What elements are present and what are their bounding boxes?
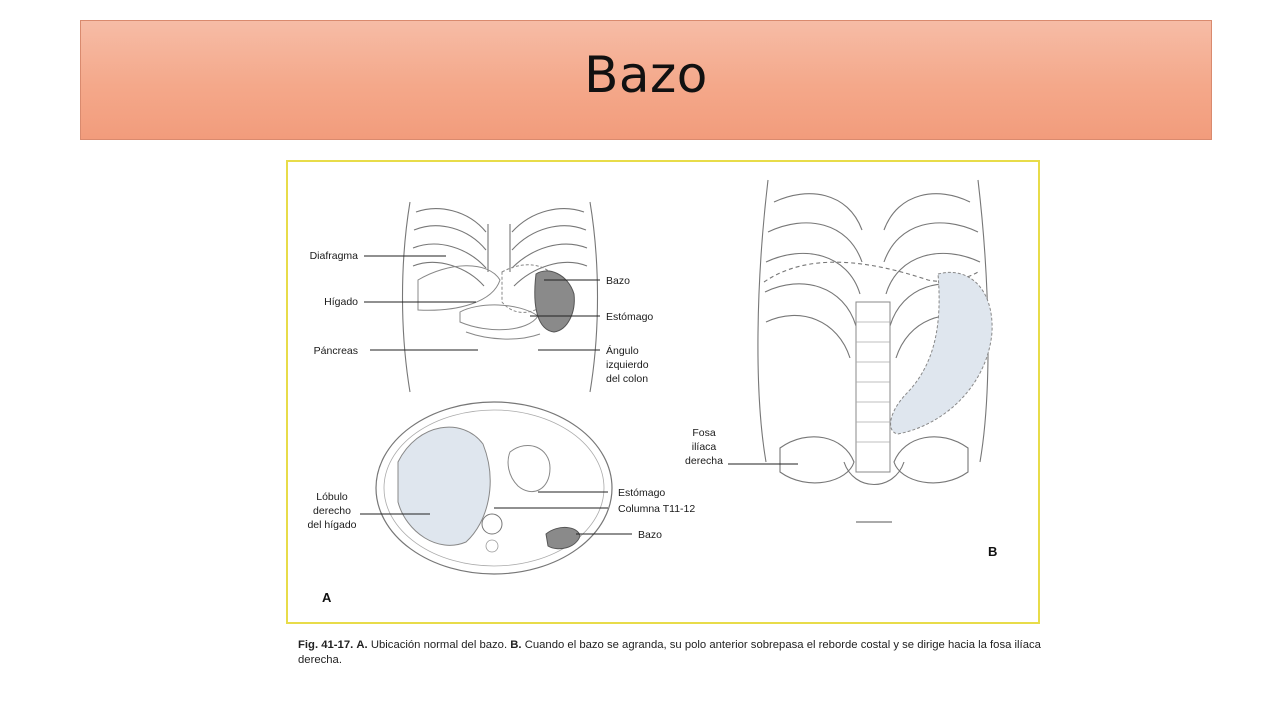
label-columna: Columna T11-12 xyxy=(618,503,695,515)
panel-b-letter: B xyxy=(988,544,997,559)
spleen-shape xyxy=(534,270,575,333)
label-lobulo-line3: del hígado xyxy=(307,519,356,531)
caption-part-b-letter: B. xyxy=(510,639,522,651)
enlarged-spleen-shape xyxy=(890,272,993,435)
anatomy-illustration: Diafragma Hígado Páncreas Bazo Estómago … xyxy=(307,179,997,605)
label-lobulo-line1: Lóbulo xyxy=(316,491,348,503)
label-fosa-line2: ilíaca xyxy=(692,441,717,453)
title-banner: Bazo xyxy=(80,20,1212,140)
anatomy-figure: Diafragma Hígado Páncreas Bazo Estómago … xyxy=(286,160,1040,624)
caption-part-b-text: Cuando el bazo se agranda, su polo anter… xyxy=(298,639,1041,666)
label-diafragma: Diafragma xyxy=(310,250,359,262)
panel-a-torso xyxy=(401,201,599,393)
caption-part-a-letter: A. xyxy=(356,639,368,651)
figure-caption: Fig. 41-17. A. Ubicación normal del bazo… xyxy=(298,638,1043,668)
caption-fig-number: Fig. 41-17. xyxy=(298,639,354,651)
panel-b-torso xyxy=(757,179,993,523)
label-higado: Hígado xyxy=(324,296,358,308)
label-estomago-top: Estómago xyxy=(606,311,653,323)
label-bazo-bottom: Bazo xyxy=(638,529,662,541)
label-angulo-line1: Ángulo xyxy=(606,344,639,357)
label-bazo-top: Bazo xyxy=(606,275,630,287)
label-angulo-line3: del colon xyxy=(606,373,648,385)
label-fosa-line1: Fosa xyxy=(692,427,716,439)
slide-title: Bazo xyxy=(584,46,708,104)
panel-a-cross-section xyxy=(375,401,613,575)
label-lobulo-line2: derecho xyxy=(313,505,351,517)
label-fosa-line3: derecha xyxy=(685,455,723,467)
label-angulo-line2: izquierdo xyxy=(606,359,649,371)
panel-a-letter: A xyxy=(322,590,332,605)
caption-part-a-text: Ubicación normal del bazo. xyxy=(367,639,511,651)
label-estomago-bottom: Estómago xyxy=(618,487,665,499)
spleen-section-shape xyxy=(545,527,581,550)
label-pancreas: Páncreas xyxy=(314,345,358,357)
